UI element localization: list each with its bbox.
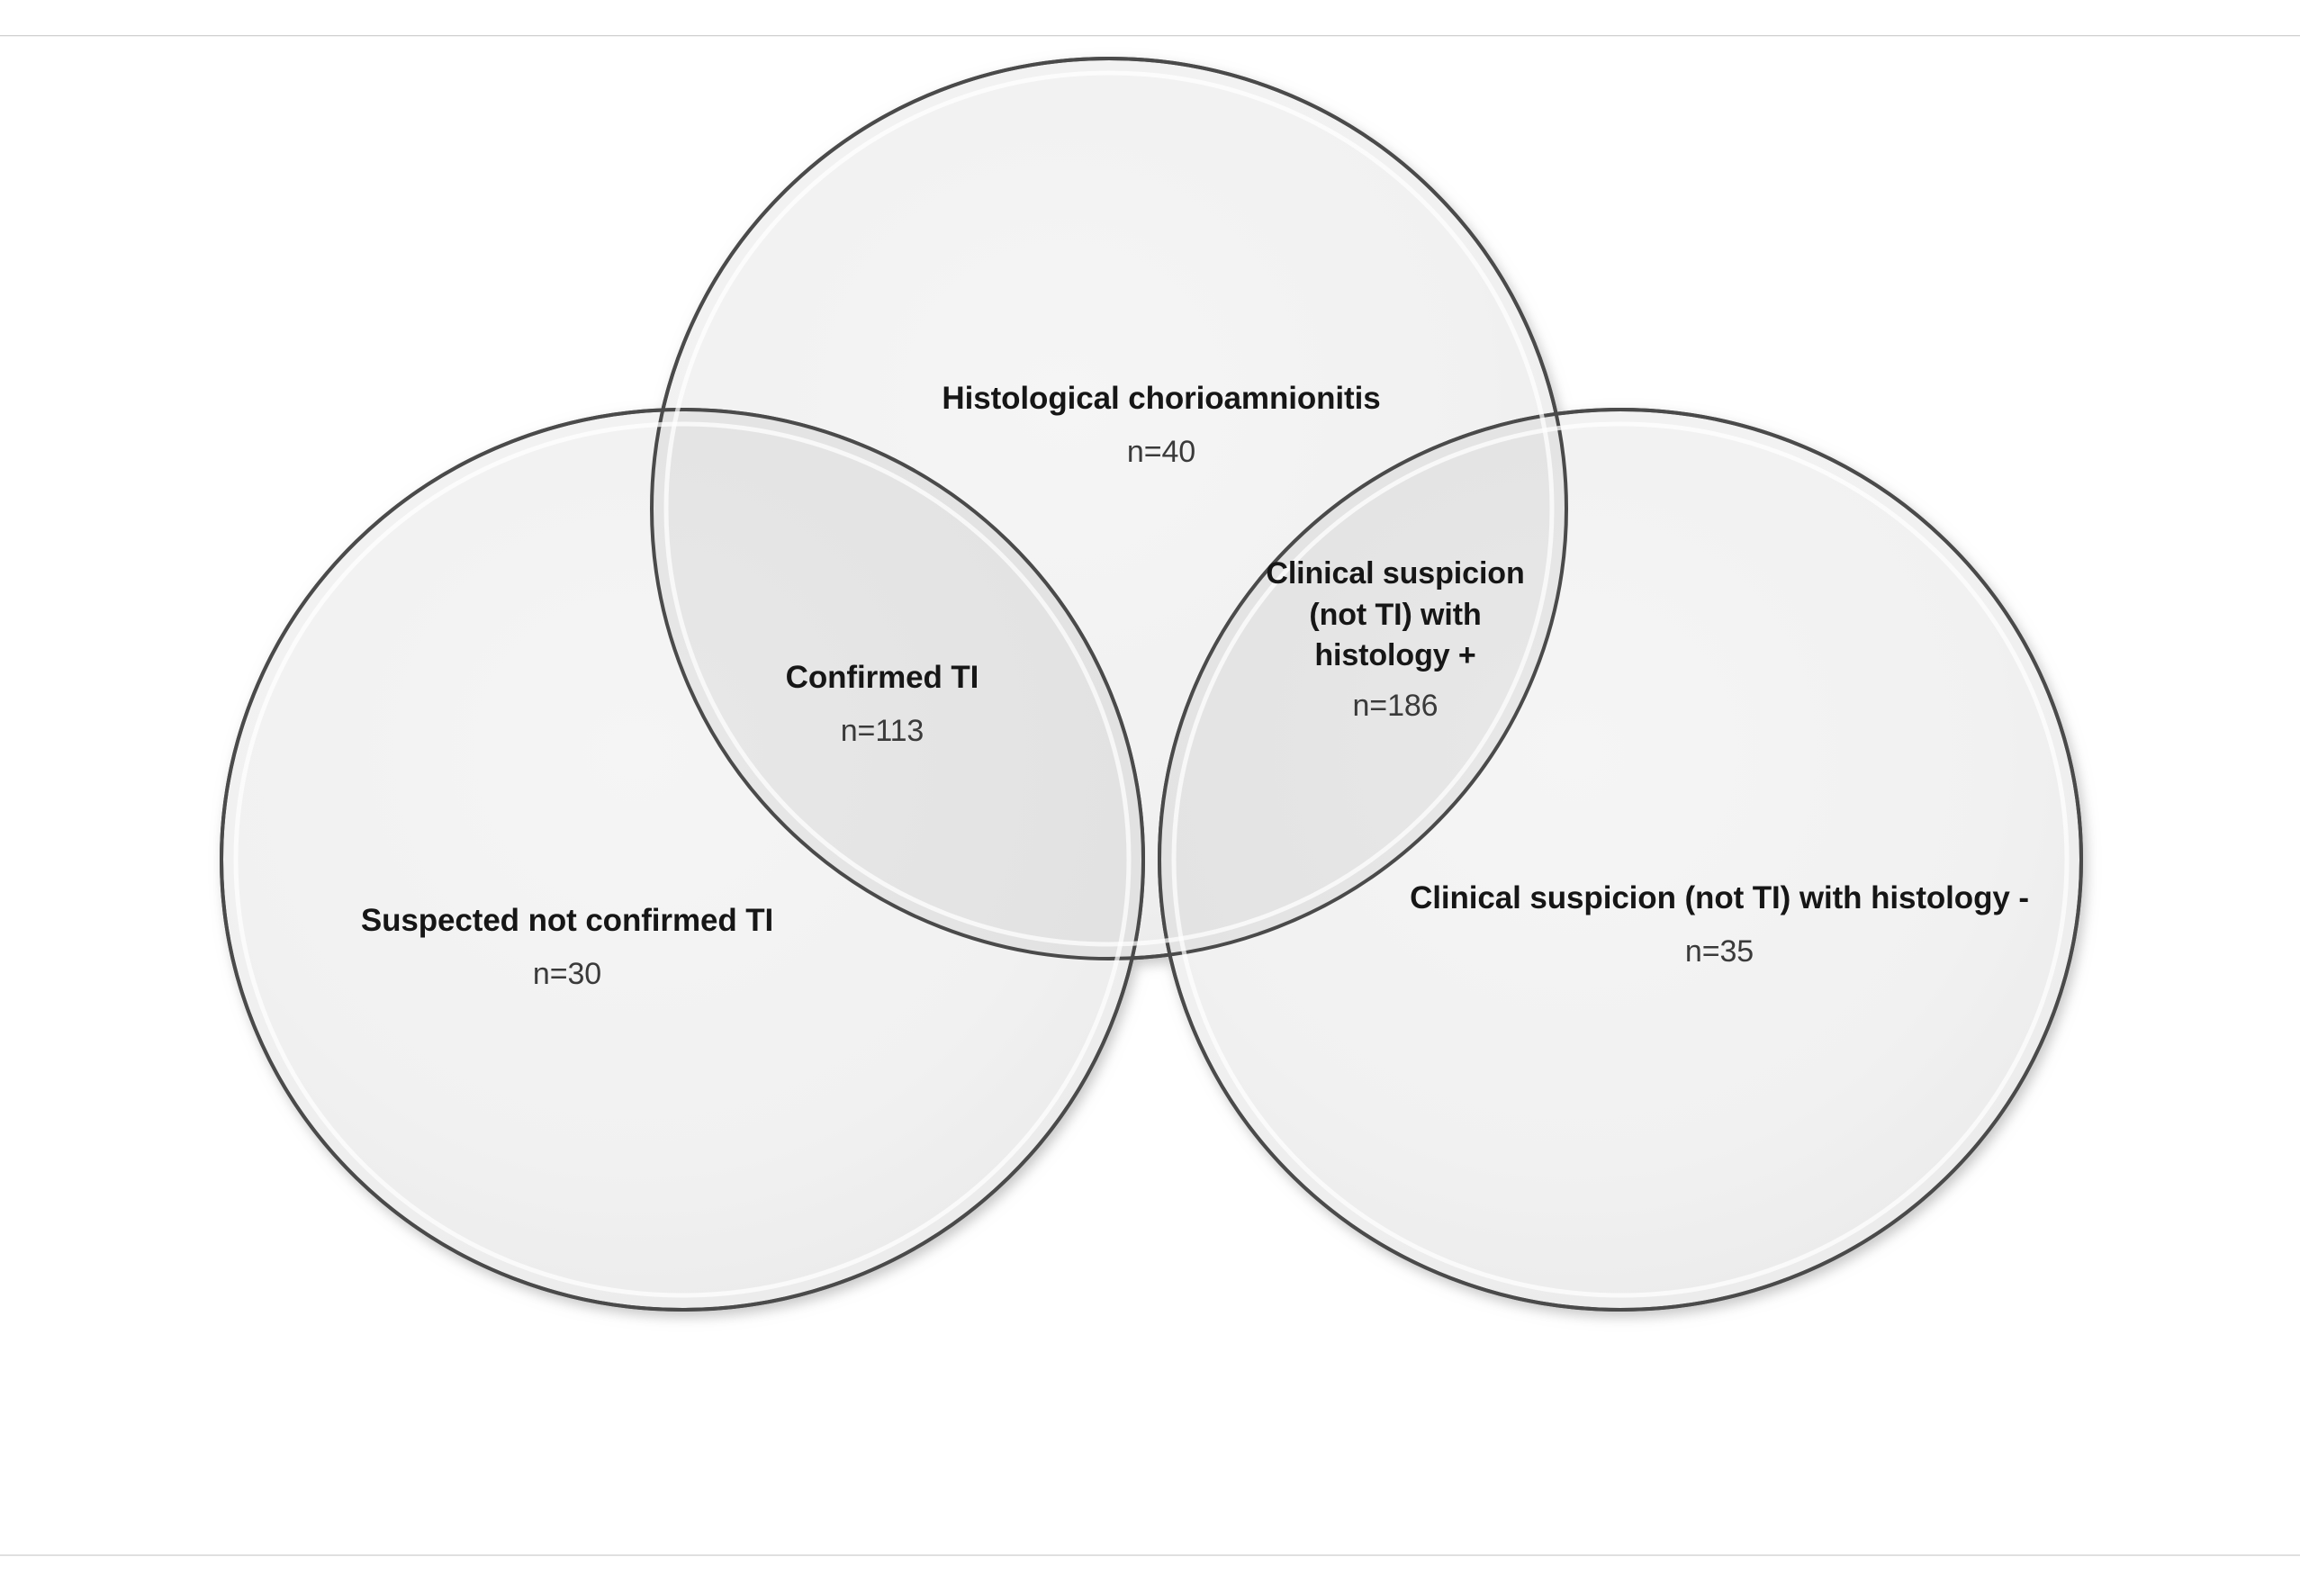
label-count: n=30 xyxy=(532,956,602,991)
label-clinical-suspicion-histology-negative: Clinical suspicion (not TI) with histolo… xyxy=(1386,878,2052,971)
label-count: n=113 xyxy=(840,713,925,748)
label-title: Clinical suspicion (not TI) with histolo… xyxy=(1410,880,2029,915)
label-suspected-not-confirmed-ti: Suspected not confirmed TI n=30 xyxy=(162,900,972,994)
circle-histological-rim xyxy=(663,70,1555,947)
figure-top-rule xyxy=(0,35,2300,36)
label-title: Clinical suspicion (not TI) with histolo… xyxy=(1266,556,1525,673)
label-title: Histological chorioamnionitis xyxy=(942,381,1381,416)
label-histological-chorioamnionitis: Histological chorioamnionitis n=40 xyxy=(684,378,1638,472)
lens-clinical-histology-positive xyxy=(1159,410,1566,959)
circle-suspected-rim xyxy=(233,421,1132,1298)
circle-histological-outline xyxy=(650,57,1568,960)
label-confirmed-ti: Confirmed TI n=113 xyxy=(693,657,1071,751)
label-count: n=35 xyxy=(1684,933,1754,969)
circle-suspected-outline xyxy=(220,408,1145,1312)
label-count: n=186 xyxy=(1352,688,1439,723)
label-clinical-suspicion-histology-positive: Clinical suspicion (not TI) with histolo… xyxy=(1260,554,1530,726)
label-title: Confirmed TI xyxy=(785,660,979,695)
label-count: n=40 xyxy=(1126,434,1196,469)
circle-clinical-negative-rim xyxy=(1171,421,2070,1298)
circle-clinical-negative-outline xyxy=(1158,408,2083,1312)
label-title: Suspected not confirmed TI xyxy=(360,903,774,938)
